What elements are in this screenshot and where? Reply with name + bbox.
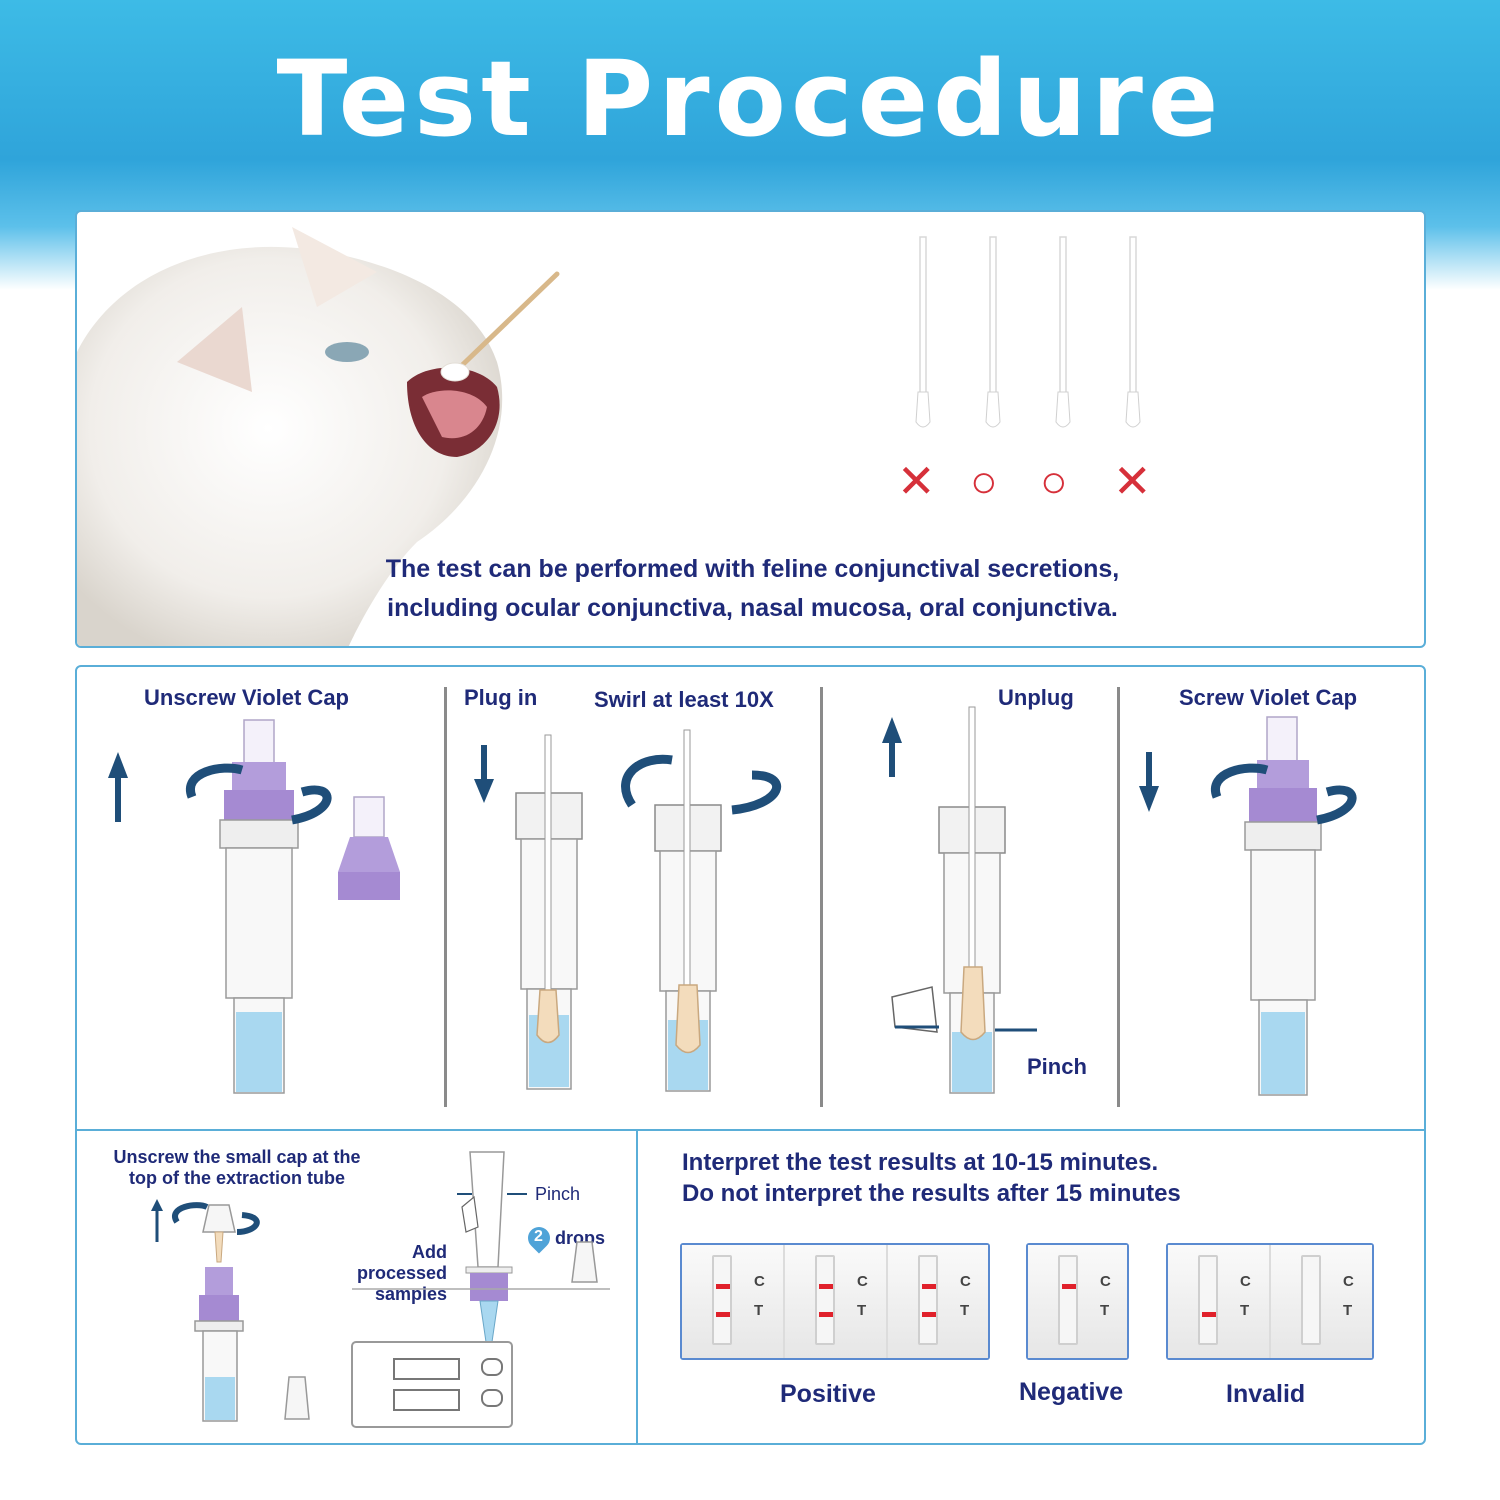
test-line	[819, 1312, 833, 1317]
step-plugin-label: Plug in	[464, 685, 538, 710]
c-label: C	[1343, 1273, 1354, 1290]
negative-label: Negative	[1019, 1378, 1124, 1406]
negative-cassette: C T	[1028, 1245, 1127, 1358]
t-label: T	[960, 1302, 970, 1319]
test-line	[922, 1312, 936, 1317]
swab-mark-1: ✕	[897, 455, 936, 507]
result-window	[1058, 1255, 1078, 1345]
result-window	[1198, 1255, 1218, 1345]
section-separator	[77, 1129, 1424, 1131]
control-line	[819, 1284, 833, 1289]
result-window	[918, 1255, 938, 1345]
step-unplug-label: Unplug	[998, 685, 1074, 710]
invalid-cassettes: C T C T	[1166, 1243, 1374, 1360]
small-cap-line-2: top of the extraction tube	[129, 1168, 345, 1188]
c-label: C	[960, 1273, 971, 1290]
small-cap-tube-illustration	[151, 1199, 310, 1422]
interpret-instruction: Interpret the test results at 10-15 minu…	[682, 1147, 1181, 1209]
step-screw-label: Screw Violet Cap	[1179, 685, 1358, 710]
step-swirl-label: Swirl at least 10X	[594, 687, 774, 712]
bottom-divider	[636, 1129, 638, 1443]
c-label: C	[754, 1273, 765, 1290]
positive-cassettes: C T C T C T	[680, 1243, 990, 1360]
invalid-label: Invalid	[1226, 1380, 1306, 1408]
page-title: Test Procedure	[276, 38, 1224, 160]
dropper-pinch-label: Pinch	[535, 1184, 581, 1204]
swab-mark-4: ✕	[1113, 455, 1152, 507]
add-line-1: Add	[412, 1242, 447, 1262]
plugin-tube-illustration	[474, 734, 583, 1090]
positive-cassette-1: C T	[682, 1245, 785, 1358]
control-line	[922, 1284, 936, 1289]
c-label: C	[1100, 1273, 1111, 1290]
swab-mark-2: ○	[970, 455, 998, 507]
result-window	[712, 1255, 732, 1345]
t-label: T	[1100, 1302, 1110, 1319]
positive-cassette-2: C T	[785, 1245, 888, 1358]
dropper-cassette-illustration	[351, 1151, 610, 1428]
sample-description-line-1: The test can be performed with feline co…	[385, 555, 1120, 583]
unscrew-tube-illustration	[108, 719, 400, 1094]
step-pinch-label: Pinch	[1027, 1054, 1087, 1079]
swirl-tube-illustration	[621, 729, 782, 1092]
sample-panel: ✕ ○ ○ ✕ The test can be performed with f…	[75, 210, 1426, 648]
step-divider-1	[444, 687, 447, 1107]
step-divider-3	[1117, 687, 1120, 1107]
small-cap-line-1: Unscrew the small cap at the	[113, 1147, 361, 1167]
negative-cassette-box: C T	[1026, 1243, 1129, 1360]
c-label: C	[857, 1273, 868, 1290]
test-line	[1202, 1312, 1216, 1317]
t-label: T	[857, 1302, 867, 1319]
t-label: T	[754, 1302, 764, 1319]
step-unscrew-label: Unscrew Violet Cap	[144, 685, 349, 710]
steps-panel: Unscrew Violet Cap Plug in Swirl at leas…	[75, 665, 1426, 1445]
t-label: T	[1343, 1302, 1353, 1319]
cat-swab-illustration	[77, 227, 560, 646]
swab-mark-3: ○	[1040, 455, 1068, 507]
sample-description-line-2: including ocular conjunctiva, nasal muco…	[387, 594, 1118, 622]
positive-label: Positive	[780, 1380, 876, 1408]
positive-cassette-3: C T	[888, 1245, 988, 1358]
c-label: C	[1240, 1273, 1251, 1290]
t-label: T	[1240, 1302, 1250, 1319]
interpret-line-1: Interpret the test results at 10-15 minu…	[682, 1149, 1159, 1176]
add-line-2: processed	[356, 1263, 447, 1283]
result-window	[815, 1255, 835, 1345]
test-line	[716, 1312, 730, 1317]
step-divider-2	[820, 687, 823, 1107]
swab-comparison-illustration	[915, 236, 1141, 428]
invalid-cassette-1: C T	[1168, 1245, 1271, 1358]
control-line	[716, 1284, 730, 1289]
screw-tube-illustration	[1139, 716, 1357, 1096]
drop-count: 2	[534, 1228, 543, 1245]
control-line	[1062, 1284, 1076, 1289]
small-cap-instruction: Unscrew the small cap at the top of the …	[92, 1147, 382, 1189]
interpret-line-2: Do not interpret the results after 15 mi…	[682, 1180, 1181, 1207]
sample-description: The test can be performed with feline co…	[77, 550, 1424, 628]
unplug-tube-illustration	[882, 706, 1037, 1094]
result-window	[1301, 1255, 1321, 1345]
invalid-cassette-2: C T	[1271, 1245, 1372, 1358]
